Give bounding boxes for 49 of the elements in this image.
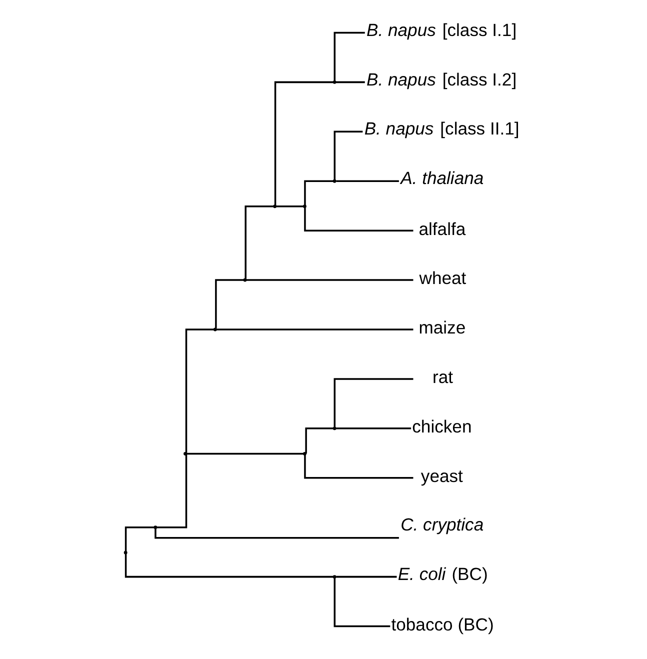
connector	[244, 206, 274, 279]
node-text: B. napus [class I.1]	[366, 20, 517, 40]
node-point	[273, 204, 277, 208]
node-point	[332, 575, 336, 579]
connector	[304, 455, 414, 479]
node-point	[302, 452, 306, 456]
connector	[336, 81, 365, 84]
node-text: maize	[418, 318, 466, 338]
node-text: tobacco (BC)	[391, 614, 494, 634]
node-point	[213, 328, 217, 332]
connector	[304, 180, 334, 206]
connector	[304, 208, 414, 232]
node-point	[302, 204, 306, 208]
connector	[336, 576, 397, 578]
connector	[274, 81, 334, 205]
node-text: alfalfa	[418, 218, 466, 239]
connector	[156, 454, 188, 528]
connector	[334, 378, 414, 428]
connector	[216, 328, 414, 330]
node-point	[332, 80, 336, 84]
node-point	[332, 426, 336, 430]
node-text: wheat	[419, 268, 466, 288]
connector	[124, 526, 154, 552]
connector	[334, 32, 365, 81]
node-text: A. thaliana	[400, 168, 484, 188]
connector	[215, 279, 244, 328]
connector	[185, 328, 214, 453]
node-point	[124, 550, 128, 554]
node-text: yeast	[420, 466, 463, 486]
node-text: chicken	[412, 416, 472, 437]
connector	[305, 428, 334, 454]
connector	[186, 452, 304, 455]
connector	[334, 130, 363, 180]
node-point	[332, 179, 336, 183]
connector	[336, 428, 412, 430]
connector	[246, 279, 414, 281]
node-text: B. napus [class I.2]	[366, 69, 517, 90]
connector	[336, 180, 399, 182]
node-text: E. coli (BC)	[398, 564, 488, 584]
node-text: rat	[432, 367, 453, 388]
connector	[154, 529, 399, 539]
connector	[276, 206, 304, 208]
connector	[124, 554, 334, 578]
node-point	[154, 526, 158, 530]
node-text: B. napus [class II.1]	[364, 118, 520, 139]
connector	[334, 578, 390, 628]
node-point	[184, 452, 188, 456]
node-text: C. cryptica	[400, 514, 484, 534]
node-point	[243, 278, 247, 282]
